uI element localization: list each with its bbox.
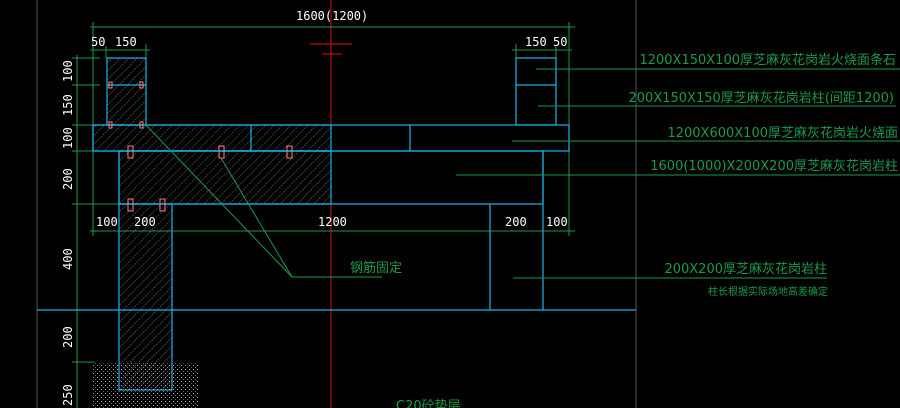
- note-column-length: 柱长根据实际场地高差确定: [708, 285, 828, 298]
- overall-dim: 1600(1200): [296, 9, 368, 23]
- dim-text: 200: [505, 215, 527, 229]
- dim-text: 200: [134, 215, 156, 229]
- label-base: C20砼垫层: [396, 398, 461, 408]
- dim-text: 50: [91, 35, 105, 49]
- label-post: 200X150X150厚芝麻灰花岗岩柱(间距1200): [629, 90, 894, 106]
- label-slab: 1200X600X100厚芝麻灰花岗岩火烧面: [667, 125, 898, 141]
- dim-text: 100: [61, 127, 75, 149]
- dim-text: 150: [525, 35, 547, 49]
- dim-text: 100: [96, 215, 118, 229]
- label-rebar: 钢筋固定: [350, 260, 402, 276]
- stone-structure: [37, 57, 636, 391]
- leader-lines: [145, 68, 900, 279]
- dim-text: 100: [546, 215, 568, 229]
- dim-text: 50: [553, 35, 567, 49]
- anchor-pins: [108, 81, 293, 212]
- label-column: 200X200厚芝麻灰花岗岩柱: [664, 261, 827, 277]
- dim-text: 250: [61, 384, 75, 406]
- dim-text: 100: [61, 60, 75, 82]
- dim-text: 150: [115, 35, 137, 49]
- dim-text: 200: [61, 168, 75, 190]
- dim-text: 150: [61, 94, 75, 116]
- label-beam: 1600(1000)X200X200厚芝麻灰花岗岩柱: [650, 158, 898, 174]
- label-top-stone: 1200X150X100厚芝麻灰花岗岩火烧面条石: [639, 52, 896, 68]
- dim-text: 1200: [318, 215, 347, 229]
- dim-text: 200: [61, 326, 75, 348]
- concrete-base: [93, 362, 198, 408]
- dim-text: 400: [61, 248, 75, 270]
